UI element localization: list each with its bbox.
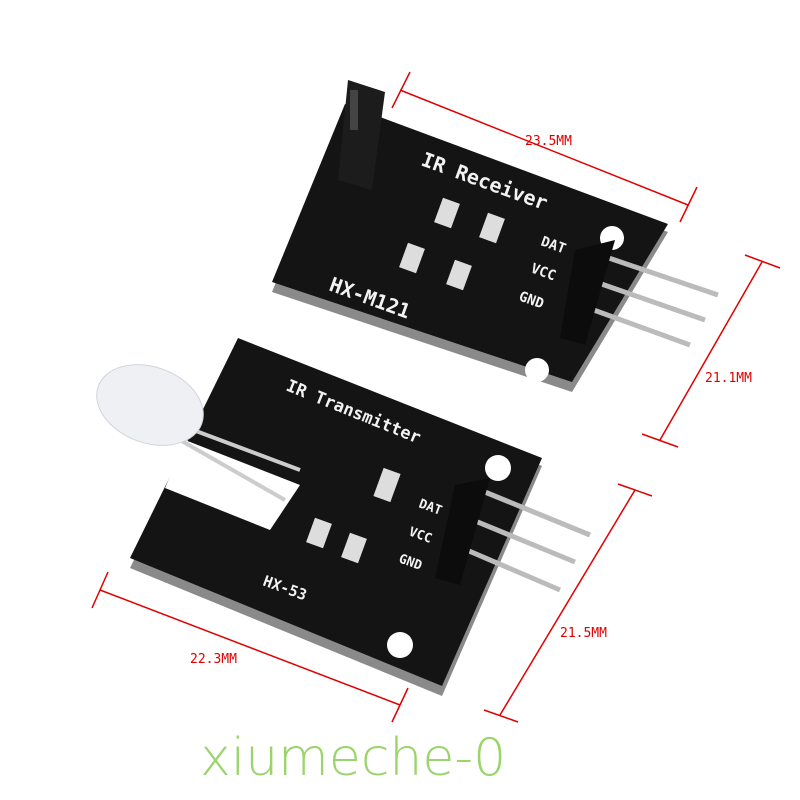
smd-components <box>306 467 401 564</box>
mount-hole <box>387 632 413 658</box>
receiver-height-label: 21.1MM <box>705 371 752 386</box>
watermark: xiumeche-0 <box>200 728 506 788</box>
mount-hole <box>485 455 511 481</box>
header-pins <box>560 240 719 348</box>
ir-transmitter-board: IR Transmitter HX-53 DAT VCC GND <box>96 338 591 696</box>
transmitter-height-label: 21.5MM <box>560 626 607 641</box>
dimension-lines <box>91 71 781 723</box>
transmitter-width-label: 22.3MM <box>190 652 237 667</box>
smd-components <box>399 197 505 291</box>
receiver-width-label: 23.5MM <box>525 134 572 149</box>
header-pins <box>435 478 591 593</box>
mount-hole <box>525 358 549 382</box>
ir-led <box>96 364 301 502</box>
ir-receiver-sensor <box>338 80 385 190</box>
ir-receiver-board: IR Receiver HX-M121 DAT VCC GND <box>272 80 719 392</box>
